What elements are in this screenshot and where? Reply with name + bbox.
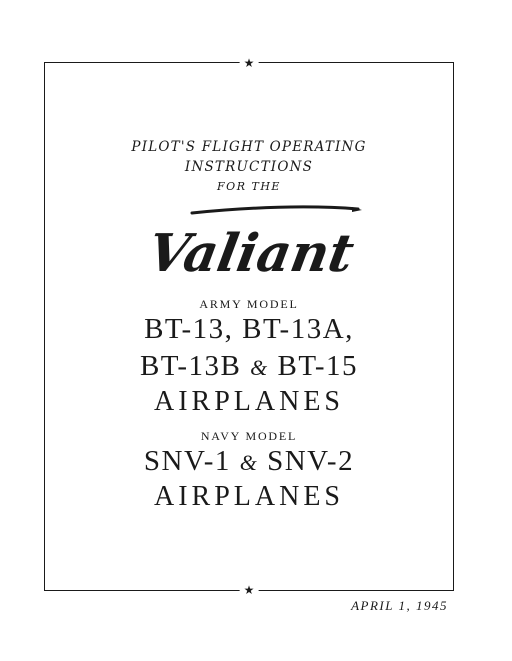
valiant-logo-graphic: Valiant bbox=[143, 205, 362, 284]
header-line-3: FOR THE bbox=[217, 180, 281, 193]
ampersand: & bbox=[250, 355, 269, 380]
army-airplanes-heading: AIRPLANES bbox=[153, 386, 344, 417]
army-model-bt13b: BT-13B bbox=[139, 350, 242, 382]
army-model-bt15: BT-15 bbox=[277, 350, 359, 382]
cover-content: PILOT'S FLIGHT OPERATING INSTRUCTIONS FO… bbox=[45, 63, 453, 590]
navy-models-line-1: SNV-1 & SNV-2 bbox=[45, 445, 453, 478]
valiant-logo: Valiant bbox=[140, 201, 370, 291]
navy-airplanes-heading: AIRPLANES bbox=[153, 481, 344, 512]
logo-text: Valiant bbox=[143, 223, 358, 284]
bottom-star-icon: ★ bbox=[239, 584, 259, 596]
top-star-icon: ★ bbox=[239, 57, 259, 69]
publication-date: APRIL 1, 1945 bbox=[351, 598, 448, 613]
army-models-line-2: BT-13B & BT-15 bbox=[45, 350, 453, 383]
army-models-line-1: BT-13, BT-13A, bbox=[144, 313, 354, 345]
navy-model-snv2: SNV-2 bbox=[267, 445, 355, 477]
navy-model-snv1: SNV-1 bbox=[143, 445, 231, 477]
header-line-1: PILOT'S FLIGHT OPERATING bbox=[131, 139, 367, 155]
navy-model-label: NAVY MODEL bbox=[200, 429, 298, 443]
army-model-label: ARMY MODEL bbox=[199, 297, 299, 311]
ampersand: & bbox=[239, 450, 259, 475]
header-line-2: INSTRUCTIONS bbox=[184, 159, 314, 175]
page-border-frame: ★ ★ PILOT'S FLIGHT OPERATING INSTRUCTION… bbox=[44, 57, 454, 596]
